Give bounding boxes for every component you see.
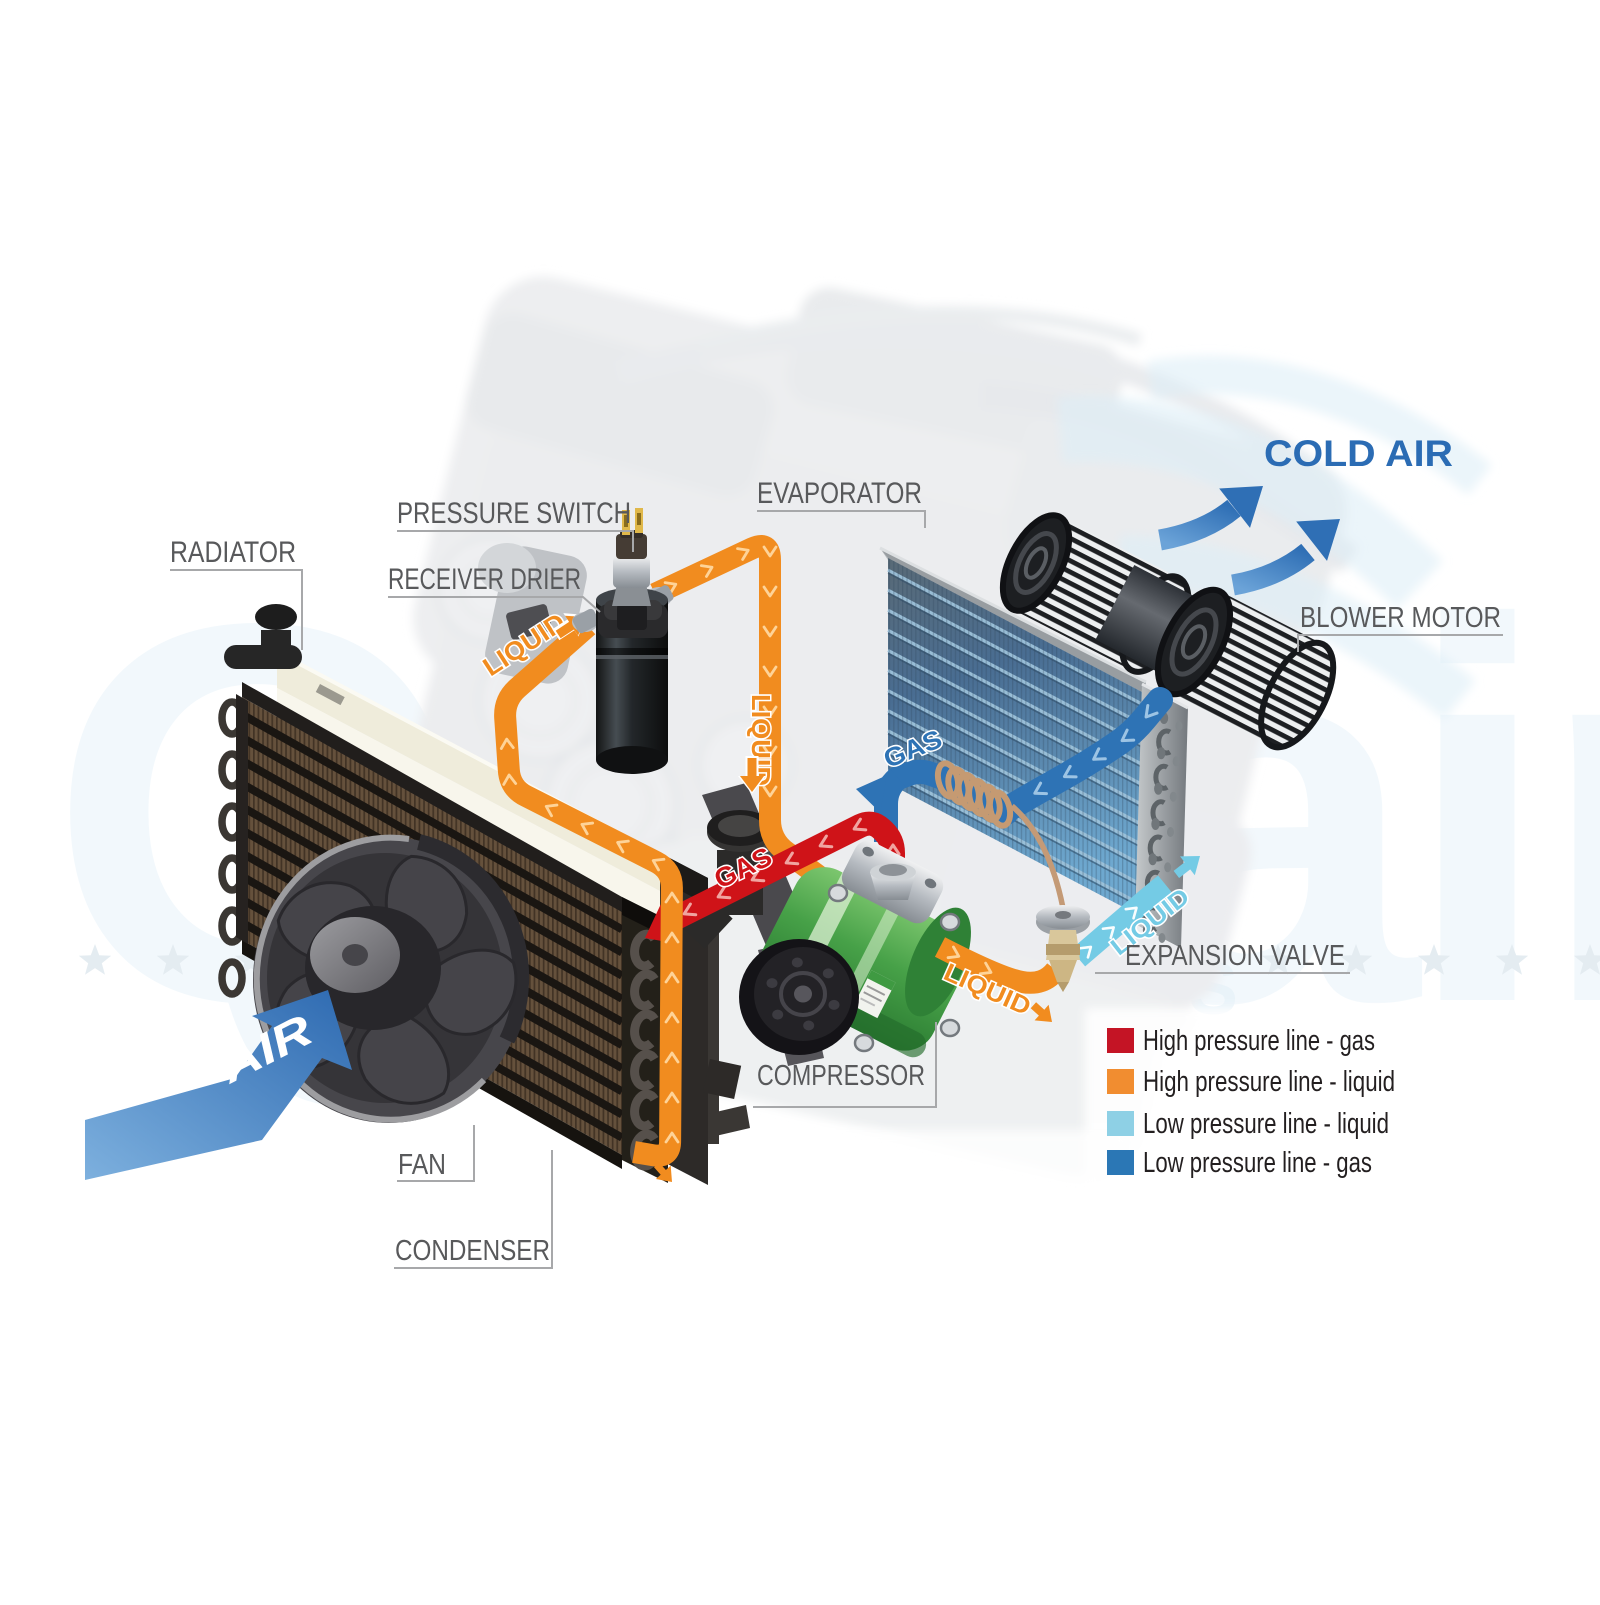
svg-text:RADIATOR: RADIATOR bbox=[170, 536, 296, 569]
svg-text:COMPRESSOR: COMPRESSOR bbox=[757, 1060, 925, 1092]
svg-text:RECEIVER DRIER: RECEIVER DRIER bbox=[388, 563, 581, 596]
svg-text:Low pressure line - gas: Low pressure line - gas bbox=[1143, 1147, 1372, 1179]
svg-text:EXPANSION VALVE: EXPANSION VALVE bbox=[1125, 940, 1345, 972]
svg-text:EVAPORATOR: EVAPORATOR bbox=[757, 477, 922, 510]
svg-text:High pressure line - liquid: High pressure line - liquid bbox=[1143, 1066, 1395, 1098]
svg-text:PRESSURE SWITCH: PRESSURE SWITCH bbox=[397, 497, 631, 530]
svg-text:Low pressure line - liquid: Low pressure line - liquid bbox=[1143, 1108, 1389, 1140]
svg-text:CONDENSER: CONDENSER bbox=[395, 1235, 550, 1267]
svg-text:High pressure line - gas: High pressure line - gas bbox=[1143, 1025, 1375, 1057]
svg-text:FAN: FAN bbox=[398, 1149, 446, 1181]
svg-text:BLOWER MOTOR: BLOWER MOTOR bbox=[1300, 602, 1501, 634]
svg-text:COLD AIR: COLD AIR bbox=[1264, 433, 1453, 474]
